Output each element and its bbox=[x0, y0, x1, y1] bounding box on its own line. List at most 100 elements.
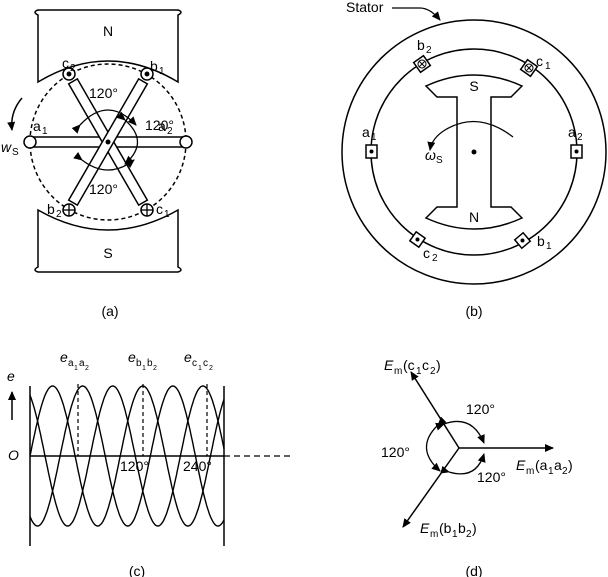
svg-text:ω: ω bbox=[425, 147, 436, 163]
svg-text:E: E bbox=[516, 457, 526, 473]
svg-text:b: b bbox=[47, 201, 55, 217]
svg-text:c: c bbox=[62, 55, 69, 71]
svg-text:b: b bbox=[417, 37, 425, 53]
tick-label-240: 240° bbox=[183, 458, 212, 474]
angle-label-d-left: 120° bbox=[381, 444, 410, 460]
waveform-c bbox=[29, 385, 225, 527]
phasor-c bbox=[410, 371, 460, 449]
panel-c: e O 120° 240° e a 1 a 2 e b 1 b 2 e c 1 … bbox=[7, 349, 290, 577]
wave-label-c: e c 1 c 2 bbox=[184, 349, 213, 372]
svg-text:m: m bbox=[430, 529, 438, 540]
rotation-arrow bbox=[7, 97, 23, 131]
stator-leader bbox=[392, 7, 441, 21]
svg-text:1: 1 bbox=[198, 365, 202, 372]
svg-text:a: a bbox=[568, 124, 576, 140]
origin-label: O bbox=[8, 447, 19, 463]
svg-text:1: 1 bbox=[546, 241, 552, 252]
svg-text:c: c bbox=[192, 358, 197, 369]
wave-label-b: e b 1 b 2 bbox=[128, 349, 157, 372]
waveforms bbox=[29, 385, 225, 527]
svg-text:a: a bbox=[554, 457, 562, 473]
angle-label-bottom: 120° bbox=[89, 181, 118, 197]
svg-text:c: c bbox=[203, 358, 208, 369]
tick-label-120: 120° bbox=[120, 458, 149, 474]
caption-c: (c) bbox=[129, 563, 145, 577]
svg-text:2: 2 bbox=[432, 253, 438, 264]
svg-text:1: 1 bbox=[371, 132, 377, 143]
angle-label-d-bottom: 120° bbox=[477, 469, 506, 485]
svg-text:(c: (c bbox=[403, 357, 415, 373]
svg-text:b: b bbox=[458, 520, 466, 536]
svg-text:(b: (b bbox=[439, 520, 452, 536]
svg-text:E: E bbox=[420, 520, 430, 536]
y-axis-label: e bbox=[7, 368, 15, 384]
shaft-center bbox=[105, 139, 111, 145]
rotation-arrow-b bbox=[427, 120, 514, 151]
svg-text:2: 2 bbox=[577, 132, 583, 143]
south-pole-label: S bbox=[103, 245, 112, 261]
svg-text:m: m bbox=[394, 366, 402, 377]
svg-text:S: S bbox=[436, 155, 443, 166]
svg-text:e: e bbox=[184, 349, 192, 365]
stator-label: Stator bbox=[346, 0, 384, 15]
svg-text:c: c bbox=[423, 245, 430, 261]
svg-text:b: b bbox=[537, 233, 545, 249]
svg-text:c: c bbox=[422, 357, 429, 373]
wave-label-a: e a 1 a 2 bbox=[60, 349, 89, 372]
svg-text:2: 2 bbox=[85, 365, 89, 372]
rotor-center bbox=[471, 149, 477, 155]
svg-text:w: w bbox=[1, 139, 12, 155]
angle-arc-d-bottom bbox=[440, 453, 486, 475]
angle-label-d-top: 120° bbox=[466, 401, 495, 417]
svg-text:(a: (a bbox=[535, 457, 548, 473]
svg-text:2: 2 bbox=[426, 45, 432, 56]
svg-text:2: 2 bbox=[167, 126, 173, 137]
svg-text:a: a bbox=[158, 118, 166, 134]
north-pole-piece bbox=[34, 9, 182, 84]
svg-text:1: 1 bbox=[416, 366, 422, 377]
svg-text:a: a bbox=[362, 124, 370, 140]
rotor-south-label: S bbox=[469, 78, 478, 94]
angle-arc-bottom bbox=[73, 151, 135, 171]
speed-label-b: ω S bbox=[425, 147, 443, 166]
svg-text:b: b bbox=[150, 58, 158, 74]
svg-text:c: c bbox=[156, 201, 163, 217]
caption-d: (d) bbox=[465, 563, 482, 577]
svg-text:e: e bbox=[128, 349, 136, 365]
svg-text:S: S bbox=[12, 147, 19, 158]
svg-text:E: E bbox=[384, 357, 394, 373]
svg-text:2: 2 bbox=[153, 365, 157, 372]
angle-arc-d-left bbox=[425, 416, 447, 472]
svg-text:b: b bbox=[147, 358, 153, 369]
svg-text:1: 1 bbox=[159, 66, 165, 77]
rotor-north-label: N bbox=[469, 209, 479, 225]
svg-text:2: 2 bbox=[209, 365, 213, 372]
svg-text:m: m bbox=[526, 466, 534, 477]
svg-text:1: 1 bbox=[545, 61, 551, 72]
svg-text:1: 1 bbox=[42, 126, 48, 137]
svg-text:): ) bbox=[472, 520, 477, 536]
caption-a: (a) bbox=[101, 303, 118, 319]
svg-text:2: 2 bbox=[466, 529, 472, 540]
phasor-label-c: E m (c 1 c 2 ) bbox=[384, 357, 441, 377]
svg-text:): ) bbox=[568, 457, 573, 473]
svg-text:): ) bbox=[436, 357, 441, 373]
angle-label-right: 120° bbox=[145, 117, 174, 133]
svg-text:2: 2 bbox=[430, 366, 436, 377]
svg-text:1: 1 bbox=[142, 365, 146, 372]
svg-text:1: 1 bbox=[164, 209, 170, 220]
waveform-b bbox=[29, 385, 225, 527]
